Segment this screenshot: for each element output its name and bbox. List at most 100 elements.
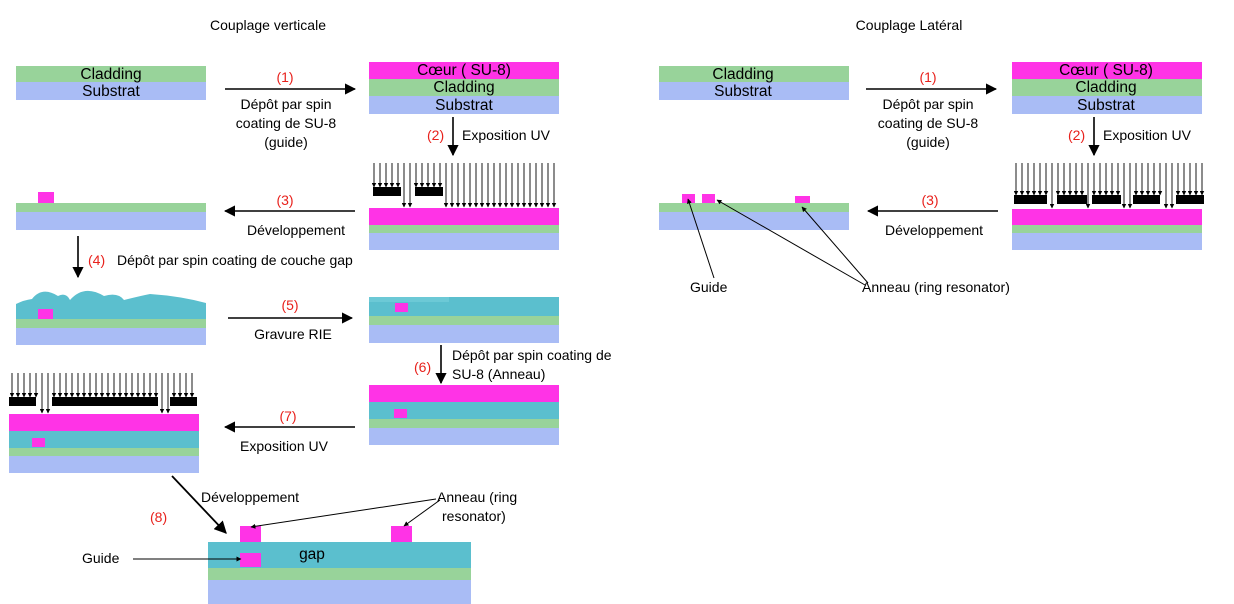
stack-coated-vertical: Cœur ( SU-8) Cladding Substrat <box>369 62 559 114</box>
guide-core <box>38 192 54 203</box>
guide-core <box>32 438 45 447</box>
step1-number: (1) <box>276 69 293 85</box>
substrat-layer <box>659 82 849 100</box>
ring-resonator-left <box>702 194 715 203</box>
title-vertical: Couplage verticale <box>210 17 326 33</box>
cladding-layer <box>1012 225 1202 233</box>
step8-arrow <box>171 475 227 534</box>
gap-layer <box>9 431 199 448</box>
mask-block <box>9 397 36 406</box>
stack-initial-vertical: Cladding Substrat <box>16 66 206 100</box>
depot-line2: coating de SU-8 <box>236 115 337 131</box>
depot-line3: (guide) <box>264 134 308 150</box>
uv-arrows <box>1013 163 1205 209</box>
depot-gap-label: Dépôt par spin coating de couche gap <box>117 252 353 268</box>
cladding-layer <box>369 225 559 233</box>
mask-block <box>1092 195 1121 204</box>
lat-step1-number: (1) <box>919 69 936 85</box>
guide-core <box>682 194 695 203</box>
substrat-layer <box>1012 233 1202 250</box>
cladding-layer <box>9 448 199 456</box>
mask-block <box>1014 195 1047 204</box>
cladding-layer <box>369 79 559 96</box>
substrat-label: Substrat <box>435 97 493 114</box>
gap-layer <box>16 290 206 319</box>
step4-number: (4) <box>88 252 105 268</box>
guide-label-lateral: Guide <box>690 279 728 295</box>
gap-layer <box>369 402 559 419</box>
ring-resonator-right <box>795 196 810 205</box>
substrat-layer <box>16 328 206 345</box>
cladding-layer <box>1012 79 1202 96</box>
lat-anneau-pointer-right <box>801 206 869 284</box>
guide-label-vertical: Guide <box>82 550 120 566</box>
stack-developed-vertical <box>16 192 206 230</box>
depot-line1: Dépôt par spin <box>240 96 331 112</box>
guide-core <box>38 309 53 319</box>
uv-exposure-vertical <box>369 163 559 250</box>
anneau-pointer-right <box>403 499 441 527</box>
cladding-layer <box>16 66 206 82</box>
substrat-layer <box>208 580 471 604</box>
substrat-layer <box>369 96 559 114</box>
cladding-layer <box>659 203 849 212</box>
stack-developed-lateral <box>659 194 849 230</box>
coeur-layer <box>9 414 199 431</box>
step3-number: (3) <box>276 192 293 208</box>
exposition-label-2: Exposition UV <box>240 438 329 454</box>
substrat-label: Substrat <box>1077 97 1135 114</box>
lat-depot-line1: Dépôt par spin <box>882 96 973 112</box>
lat-step2-number: (2) <box>1068 127 1085 143</box>
coeur-layer <box>1012 209 1202 225</box>
coeur-label: Cœur ( SU-8) <box>417 62 511 79</box>
developpement-label: Développement <box>247 222 345 238</box>
anneau-ring-label: Anneau (ring resonator) <box>862 279 1010 295</box>
anneau-line1: Anneau (ring <box>437 489 517 505</box>
mask-block <box>1133 195 1160 204</box>
step6-number: (6) <box>414 359 431 375</box>
lat-depot-line3: (guide) <box>906 134 950 150</box>
stack-coated-lateral: Cœur ( SU-8) Cladding Substrat <box>1012 62 1202 114</box>
coeur-layer <box>369 62 559 79</box>
stack-initial-lateral: Cladding Substrat <box>659 66 849 100</box>
lat-depot-line2: coating de SU-8 <box>878 115 979 131</box>
exposition-label: Exposition UV <box>462 127 551 143</box>
substrat-layer <box>16 212 206 230</box>
lat-step3-number: (3) <box>921 192 938 208</box>
substrat-layer <box>9 456 199 473</box>
ring-resonator-right <box>391 526 412 542</box>
guide-core <box>394 409 407 418</box>
coeur-layer <box>369 385 559 402</box>
cladding-layer <box>16 319 206 328</box>
coeur-layer <box>1012 62 1202 79</box>
ring-resonator-left <box>240 526 261 542</box>
stack-final-vertical: gap <box>208 526 471 604</box>
lat-exposition-label: Exposition UV <box>1103 127 1192 143</box>
step2-number: (2) <box>427 127 444 143</box>
guide-core <box>395 303 408 312</box>
substrat-label: Substrat <box>82 83 140 100</box>
stack-gap-coated <box>16 290 206 345</box>
mask-block <box>415 187 443 196</box>
mask-block <box>170 397 197 406</box>
depot-anneau-line2: SU-8 (Anneau) <box>452 366 545 382</box>
cladding-layer <box>369 419 559 428</box>
cladding-label: Cladding <box>433 79 494 96</box>
cladding-label: Cladding <box>80 66 141 83</box>
gravure-label: Gravure RIE <box>254 326 332 342</box>
substrat-label: Substrat <box>714 83 772 100</box>
title-lateral: Couplage Latéral <box>856 17 963 33</box>
coeur-label: Cœur ( SU-8) <box>1059 62 1153 79</box>
step5-number: (5) <box>281 297 298 313</box>
anneau-pointer-left <box>250 498 437 529</box>
substrat-layer <box>369 325 559 343</box>
depot-anneau-line1: Dépôt par spin coating de <box>452 347 612 363</box>
mask-block <box>52 397 158 406</box>
cladding-label: Cladding <box>1075 79 1136 96</box>
cladding-layer <box>659 66 849 82</box>
uv-arrows <box>371 163 557 208</box>
anneau-line2: resonator) <box>442 508 506 524</box>
coeur-layer <box>369 208 559 225</box>
lat-anneau-pointer-left <box>716 199 866 286</box>
